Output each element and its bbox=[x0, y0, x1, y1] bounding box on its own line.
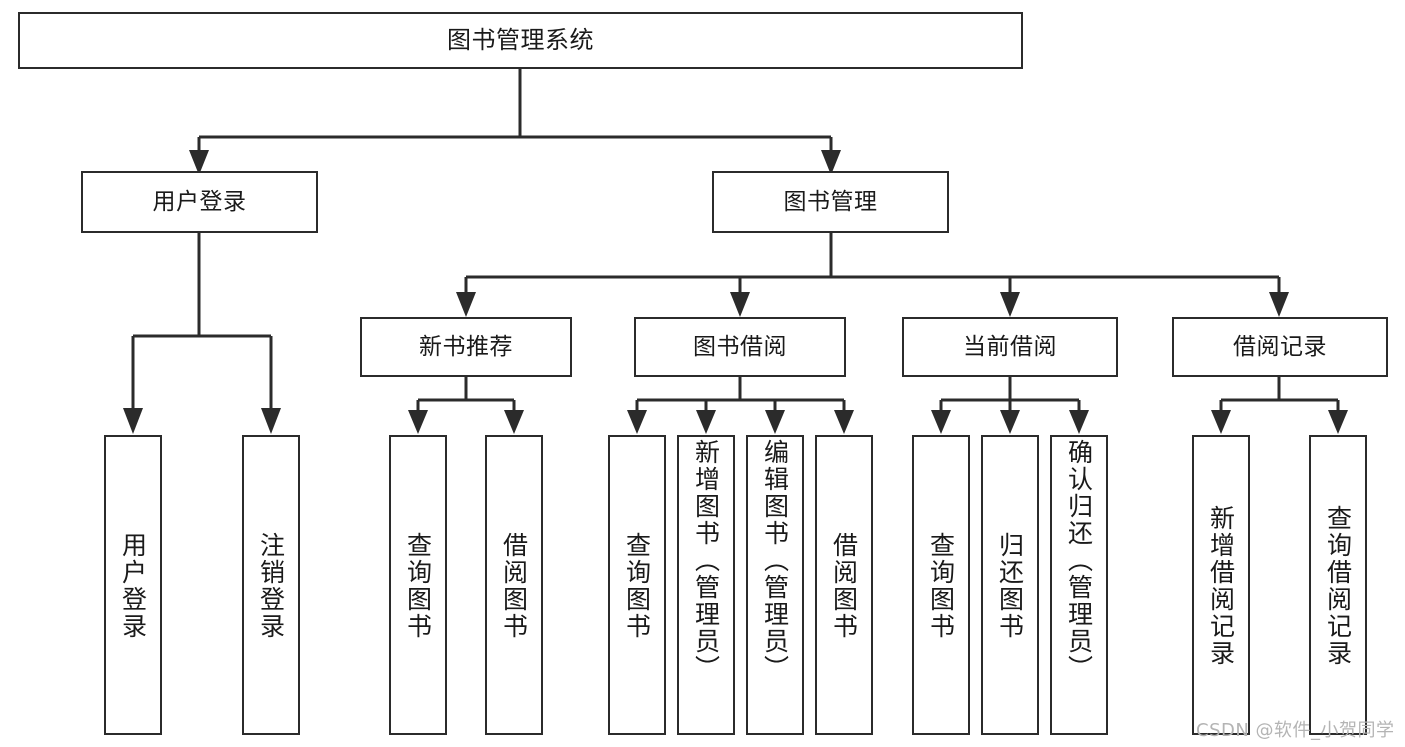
node-root-system[interactable]: 图书管理系统 bbox=[18, 12, 1023, 69]
node-label: 新增图书（管理员） bbox=[691, 439, 721, 682]
node-user-login[interactable]: 用户登录 bbox=[81, 171, 318, 233]
node-current-borrow[interactable]: 当前借阅 bbox=[902, 317, 1118, 377]
node-label: 注销登录 bbox=[256, 532, 286, 640]
node-label: 查询图书 bbox=[622, 532, 652, 640]
leaf-logout[interactable]: 注销登录 bbox=[242, 435, 300, 735]
node-label: 编辑图书（管理员） bbox=[760, 439, 790, 682]
node-label: 查询图书 bbox=[926, 532, 956, 640]
node-label: 图书管理系统 bbox=[447, 25, 594, 54]
node-label: 用户登录 bbox=[152, 188, 247, 215]
node-label: 归还图书 bbox=[995, 532, 1025, 640]
leaf-edit-book-admin[interactable]: 编辑图书（管理员） bbox=[746, 435, 804, 735]
node-label: 图书借阅 bbox=[693, 333, 787, 360]
leaf-borrow-book[interactable]: 借阅图书 bbox=[815, 435, 873, 735]
node-book-borrow[interactable]: 图书借阅 bbox=[634, 317, 846, 377]
node-label: 查询图书 bbox=[403, 532, 433, 640]
node-label: 新书推荐 bbox=[419, 333, 513, 360]
leaf-confirm-return-admin[interactable]: 确认归还（管理员） bbox=[1050, 435, 1108, 735]
leaf-query-book-recommend[interactable]: 查询图书 bbox=[389, 435, 447, 735]
leaf-return-book[interactable]: 归还图书 bbox=[981, 435, 1039, 735]
node-label: 借阅图书 bbox=[829, 532, 859, 640]
leaf-query-borrow-record[interactable]: 查询借阅记录 bbox=[1309, 435, 1367, 735]
leaf-borrow-book-recommend[interactable]: 借阅图书 bbox=[485, 435, 543, 735]
node-label: 借阅图书 bbox=[499, 532, 529, 640]
node-label: 用户登录 bbox=[118, 532, 148, 640]
leaf-query-book-borrow[interactable]: 查询图书 bbox=[608, 435, 666, 735]
node-label: 图书管理 bbox=[783, 188, 878, 215]
node-label: 确认归还（管理员） bbox=[1064, 439, 1094, 682]
csdn-watermark: CSDN @软件_小贺同学 bbox=[1196, 716, 1395, 742]
leaf-query-book-current[interactable]: 查询图书 bbox=[912, 435, 970, 735]
node-new-book-recommend[interactable]: 新书推荐 bbox=[360, 317, 572, 377]
watermark-text: CSDN @软件_小贺同学 bbox=[1196, 720, 1395, 741]
node-label: 新增借阅记录 bbox=[1206, 505, 1236, 667]
node-label: 查询借阅记录 bbox=[1323, 505, 1353, 667]
leaf-add-borrow-record[interactable]: 新增借阅记录 bbox=[1192, 435, 1250, 735]
node-borrow-record[interactable]: 借阅记录 bbox=[1172, 317, 1388, 377]
leaf-user-login[interactable]: 用户登录 bbox=[104, 435, 162, 735]
node-book-management[interactable]: 图书管理 bbox=[712, 171, 949, 233]
leaf-add-book-admin[interactable]: 新增图书（管理员） bbox=[677, 435, 735, 735]
node-label: 当前借阅 bbox=[963, 333, 1057, 360]
node-label: 借阅记录 bbox=[1233, 333, 1327, 360]
